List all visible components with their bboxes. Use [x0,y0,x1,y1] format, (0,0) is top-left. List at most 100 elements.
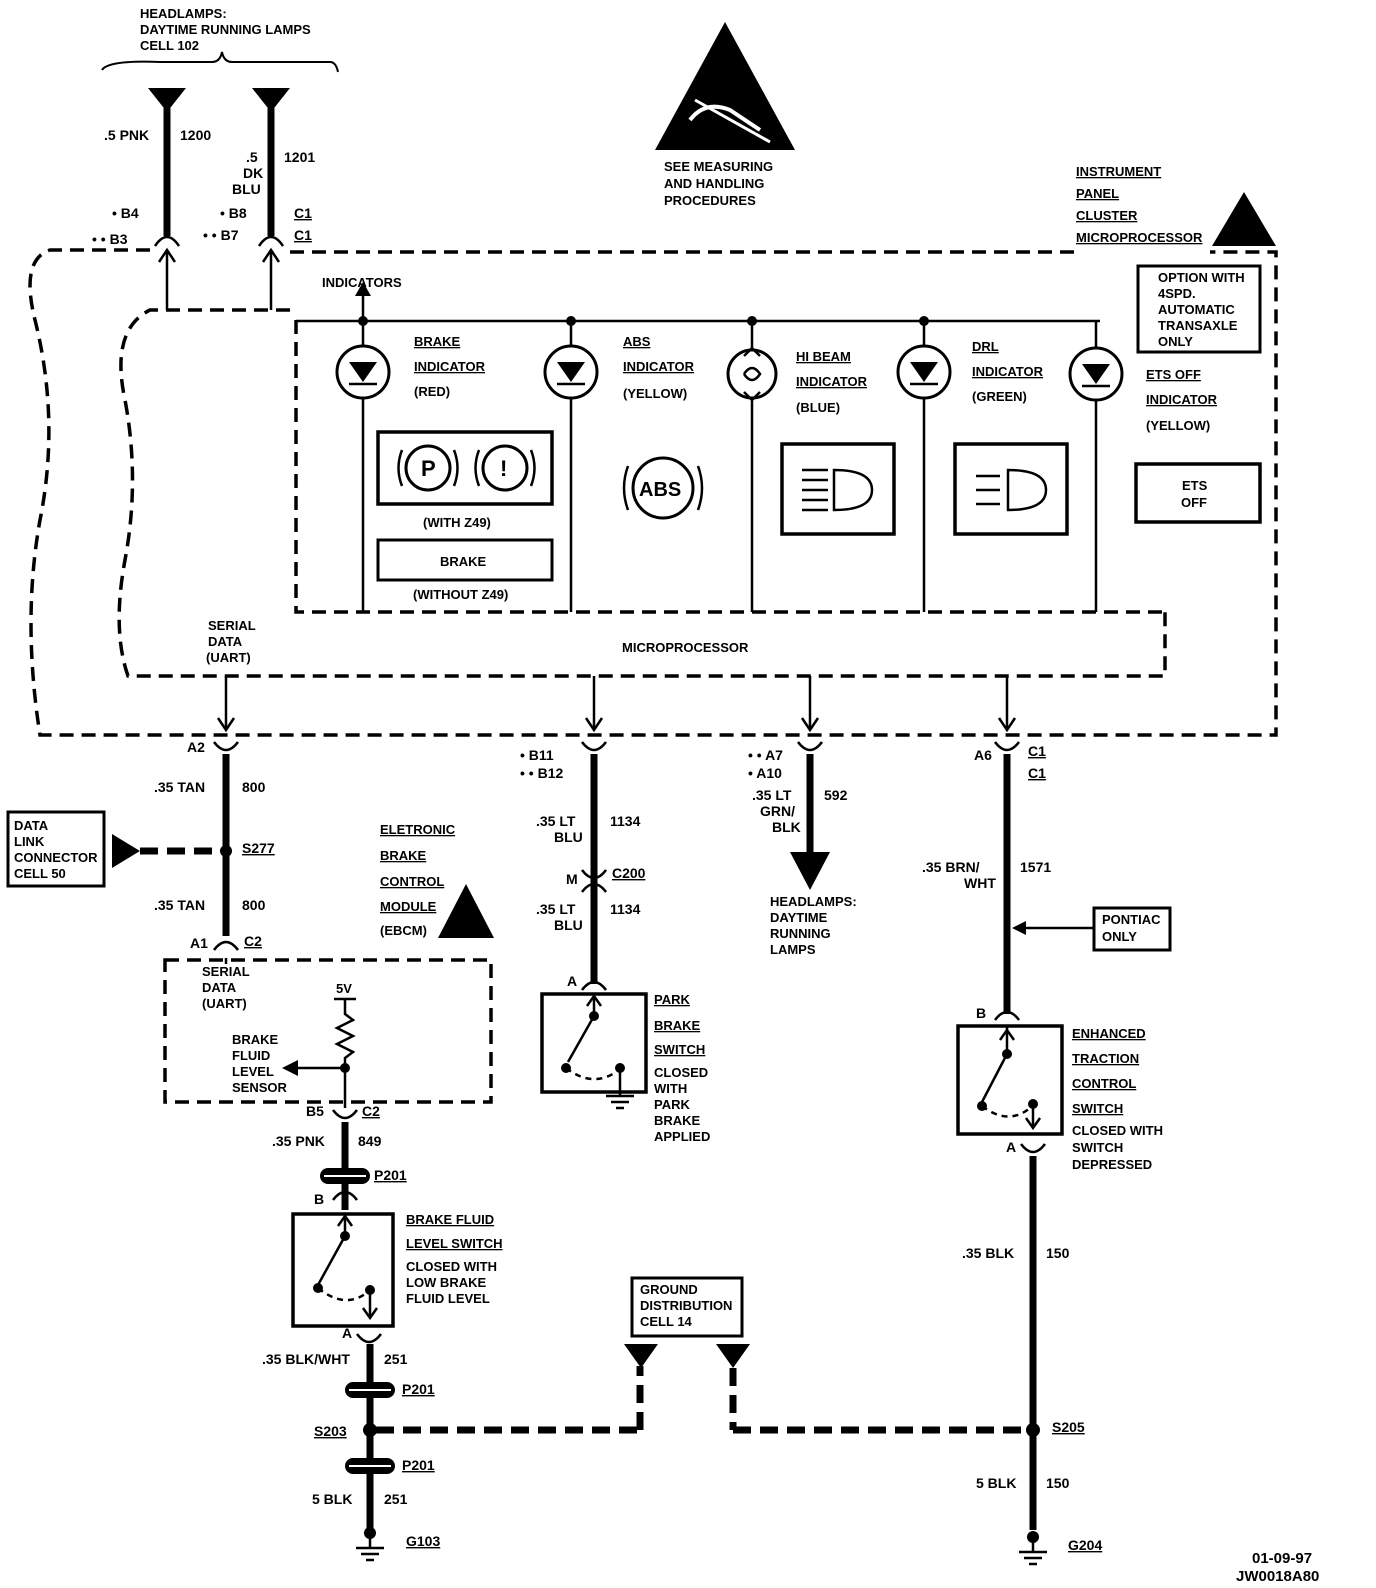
with-z49-label: (WITH Z49) [423,515,491,530]
pin-m: M [566,871,578,887]
connector-cup-fluid-a [356,1333,382,1344]
cluster-title-4: MICROPROCESSOR [1076,230,1203,245]
fluid-switch-title-2: LEVEL SWITCH [406,1236,503,1251]
park-switch-path [565,1067,617,1081]
hibeam-lamp-icon [832,468,874,512]
data-link-3: CONNECTOR [14,850,98,865]
etc-switch-note-1: CLOSED WITH [1072,1123,1163,1138]
fluid-switch-up-arrow [336,1213,354,1227]
fluid-switch-down-arrow [361,1307,379,1321]
ebcm-sensor-2: FLUID [232,1048,270,1063]
park-switch-blade [566,1015,596,1063]
without-z49-label: (WITHOUT Z49) [413,587,508,602]
ebcm-module: ELETRONIC BRAKE CONTROL MODULE (EBCM) SE… [163,822,494,1108]
pin-b12: • • B12 [520,765,563,781]
wire-1571-size-2: WHT [964,875,996,891]
park-switch-note-1: CLOSED [654,1065,708,1080]
ground-g204-label: G204 [1068,1537,1102,1553]
wire-1134-circuit-a: 1134 [610,813,641,829]
ets-indicator-name-2: INDICATOR [1146,392,1218,407]
pin-c2-a1: C2 [244,933,262,949]
wire-1200-circuit: 1200 [180,127,211,143]
fluid-switch-note-3: FLUID LEVEL [406,1291,490,1306]
wire-592-size-1: .35 LT [752,787,792,803]
wire-150-size-a: .35 BLK [962,1245,1014,1261]
brake-fluid-switch: BRAKE FLUID LEVEL SWITCH CLOSED WITH LOW… [291,1212,503,1328]
brake-text-box [376,538,554,582]
indicator-box-border [294,320,1165,614]
footer-code: JW0018A80 [1236,1568,1319,1585]
drl-indicator-name-2: INDICATOR [972,364,1044,379]
option-note-1: OPTION WITH [1158,270,1245,285]
wire-800-circuit-b: 800 [242,897,266,913]
brake-led-triangle [349,362,377,382]
microprocessor-label: MICROPROCESSOR [622,640,749,655]
ebcm-title-5: (EBCM) [380,923,427,938]
exclaim-symbol-icon [481,444,529,492]
ground-dist-2: DISTRIBUTION [640,1298,732,1313]
park-brake-switch: PARK BRAKE SWITCH CLOSED WITH PARK BRAKE… [540,992,710,1144]
connector-cup-park-a [581,980,607,991]
pin-a-park: A [567,973,577,989]
pin-c1-top-a: C1 [294,205,312,221]
ground-dist-arrow-right [716,1344,750,1368]
esd-stroke-glyph [694,98,771,144]
pin-a7: • • A7 [748,747,783,763]
wire-251-size-b: 5 BLK [312,1491,352,1507]
etc-switch-down-arrow [1024,1117,1042,1131]
data-link-arrow [112,834,140,868]
option-note-3: AUTOMATIC [1158,302,1235,317]
ebcm-5v-label: 5V [336,981,352,996]
pin-b8: • B8 [220,205,247,221]
brake-indicator: BRAKE INDICATOR (RED) P ! (WITH Z49) BRA… [335,316,554,612]
serial-data-2: DATA [208,634,243,649]
fluid-switch-note-2: LOW BRAKE [406,1275,486,1290]
pontiac-pointer-arrow [1012,921,1026,935]
park-switch-up-arrow [585,993,603,1007]
wire-1201-size-1: .5 [246,149,258,165]
footer-date: 01-09-97 [1252,1550,1312,1567]
wire-251-size-a: .35 BLK/WHT [262,1351,350,1367]
p201-label-3: P201 [402,1457,435,1473]
option-note-4: TRANSAXLE [1158,318,1238,333]
ets-indicator: ETS OFF INDICATOR (YELLOW) ETS OFF [1068,321,1262,612]
headlamps-top-ref: HEADLAMPS: DAYTIME RUNNING LAMPS CELL 10… [101,6,339,73]
abs-indicator-color: (YELLOW) [623,386,687,401]
brake-indicator-name-2: INDICATOR [414,359,486,374]
wire-150-circuit-b: 150 [1046,1475,1070,1491]
ground-dist-arrow-left [624,1344,658,1368]
splice-s277-label: S277 [242,840,275,856]
wire-1134-size-b1: .35 LT [536,901,576,917]
splice-s205-label: S205 [1052,1419,1085,1435]
microprocessor-outputs [216,676,1017,733]
park-switch-note-4: BRAKE [654,1113,701,1128]
etc-switch-box [956,1024,1064,1136]
wire-251-circuit-a: 251 [384,1351,408,1367]
indicators-label: INDICATORS [322,275,402,290]
headlamps-top-line-3: CELL 102 [140,38,199,53]
p201-connector-2 [345,1382,395,1398]
etc-switch-title-1: ENHANCED [1072,1026,1146,1041]
pin-c200: C200 [612,865,646,881]
connector-arrow-1200 [148,88,186,112]
connector-cup-b11 [581,741,607,752]
ebcm-title-2: BRAKE [380,848,427,863]
serial-data-3: (UART) [206,650,251,665]
ground-dist-1: GROUND [640,1282,698,1297]
pin-b3: • • B3 [92,231,128,247]
connector-cup-a2 [213,741,239,752]
etc-switch-note-3: DEPRESSED [1072,1157,1152,1172]
fluid-switch-note-1: CLOSED WITH [406,1259,497,1274]
park-switch-title-1: PARK [654,992,690,1007]
ground-dist-box [630,1276,744,1338]
ebcm-sensor-4: SENSOR [232,1080,288,1095]
drl-symbol-box [953,442,1069,536]
wire-800-size-b: .35 TAN [154,897,205,913]
wire-251-circuit-b: 251 [384,1491,408,1507]
esd-line-1: SEE MEASURING [664,159,773,174]
esd-warning-icon [655,22,795,150]
park-symbol-icon [404,444,452,492]
hibeam-arrow-up [743,346,761,357]
brake-indicator-name-1: BRAKE [414,334,461,349]
drl-indicator-name-1: DRL [972,339,999,354]
